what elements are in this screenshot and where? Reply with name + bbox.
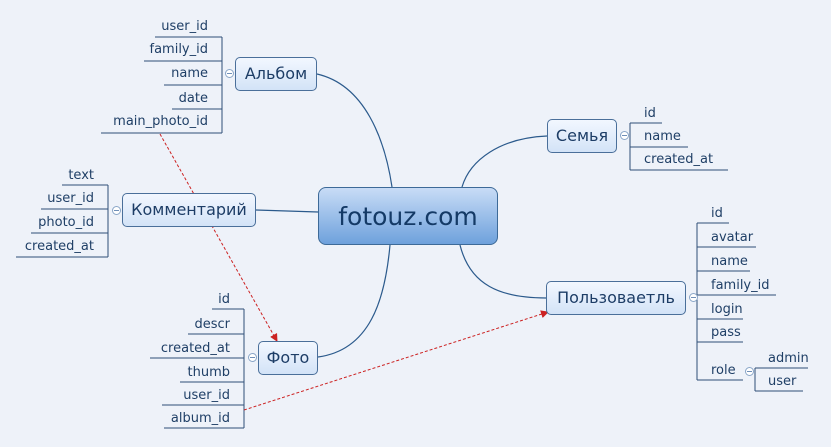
role-collapse-icon[interactable] bbox=[745, 367, 754, 376]
user-field-id[interactable]: id bbox=[711, 206, 723, 221]
photo-field-id[interactable]: id bbox=[218, 292, 230, 307]
branch-lines bbox=[255, 73, 548, 358]
relation-lines bbox=[159, 133, 549, 411]
branch-comment bbox=[255, 209, 319, 213]
family-field-id[interactable]: id bbox=[644, 106, 656, 121]
user-field-avatar[interactable]: avatar bbox=[711, 230, 754, 245]
family-collapse-icon[interactable] bbox=[620, 131, 629, 140]
comment-field-text[interactable]: text bbox=[68, 168, 94, 183]
branch-album bbox=[316, 73, 393, 188]
topic-user[interactable]: Пользоваетль bbox=[546, 281, 686, 315]
user-field-pass[interactable]: pass bbox=[711, 325, 741, 340]
topic-family[interactable]: Семья bbox=[547, 119, 617, 153]
user-field-login[interactable]: login bbox=[711, 302, 743, 317]
comment-field-created-at[interactable]: created_at bbox=[24, 239, 94, 254]
photo-field-created-at[interactable]: created_at bbox=[160, 341, 230, 356]
album-field-family-id[interactable]: family_id bbox=[149, 42, 209, 57]
topic-photo[interactable]: Фото bbox=[258, 341, 318, 375]
topic-album[interactable]: Альбом bbox=[235, 57, 317, 91]
leaf-lines bbox=[16, 36, 808, 429]
topic-comment[interactable]: Комментарий bbox=[122, 193, 256, 227]
branch-user bbox=[459, 244, 547, 299]
album-collapse-icon[interactable] bbox=[225, 69, 234, 78]
role-value-admin[interactable]: admin bbox=[768, 351, 809, 366]
user-collapse-icon[interactable] bbox=[689, 293, 698, 302]
branch-family bbox=[461, 135, 548, 188]
photo-field-album-id[interactable]: album_id bbox=[170, 411, 230, 426]
album-field-date[interactable]: date bbox=[178, 91, 208, 106]
user-field-family-id[interactable]: family_id bbox=[711, 278, 770, 293]
comment-collapse-icon[interactable] bbox=[112, 206, 121, 215]
album-field-main-photo-id[interactable]: main_photo_id bbox=[113, 114, 208, 129]
photo-field-descr[interactable]: descr bbox=[194, 317, 230, 332]
photo-collapse-icon[interactable] bbox=[248, 353, 257, 362]
family-field-created-at[interactable]: created_at bbox=[644, 152, 714, 167]
album-field-name[interactable]: name bbox=[171, 66, 208, 81]
relation-photo-user-to-user bbox=[243, 310, 549, 411]
album-field-user-id[interactable]: user_id bbox=[161, 19, 208, 34]
photo-field-thumb[interactable]: thumb bbox=[187, 365, 231, 380]
user-field-role[interactable]: role bbox=[711, 363, 736, 378]
comment-field-photo-id[interactable]: photo_id bbox=[38, 215, 94, 230]
user-field-name[interactable]: name bbox=[711, 254, 748, 269]
branch-photo bbox=[317, 244, 391, 358]
central-topic[interactable]: fotouz.com bbox=[318, 187, 498, 245]
family-field-name[interactable]: name bbox=[644, 129, 681, 144]
comment-field-user-id[interactable]: user_id bbox=[47, 191, 94, 206]
photo-field-user-id[interactable]: user_id bbox=[183, 388, 230, 403]
role-value-user[interactable]: user bbox=[768, 374, 797, 389]
